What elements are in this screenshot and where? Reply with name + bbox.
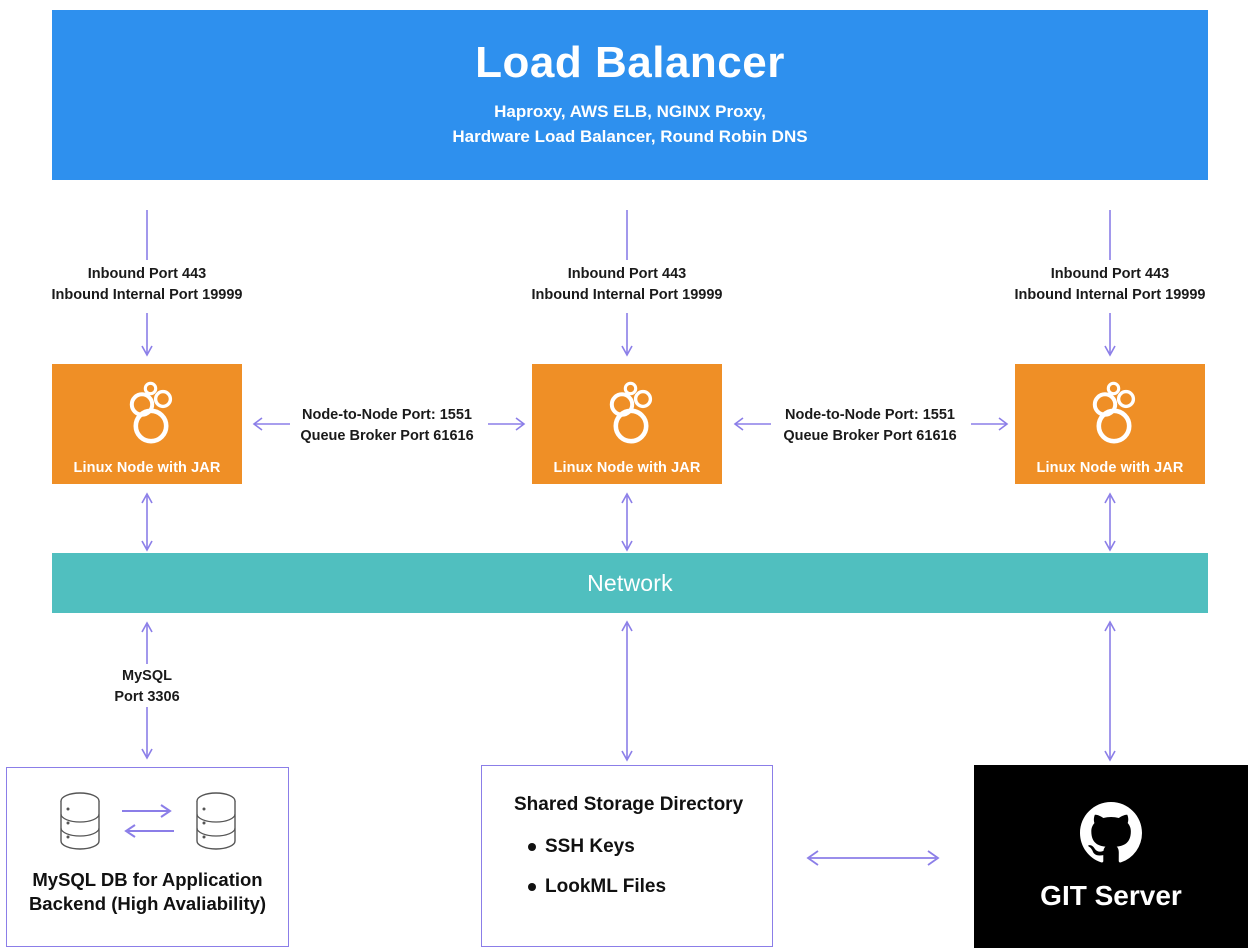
mysql-db-caption-line2: Backend (High Avaliability) bbox=[28, 893, 267, 915]
network-storage-connector bbox=[621, 620, 633, 762]
database-cylinder-icon bbox=[59, 792, 100, 850]
node-link-arrow-left-2 bbox=[733, 417, 771, 431]
mysql-connector-lower bbox=[141, 707, 153, 760]
node-link-label-2-line1: Node-to-Node Port: 1551 bbox=[785, 407, 955, 423]
node-link-arrow-left-1 bbox=[252, 417, 290, 431]
node-link-arrow-right-1 bbox=[488, 417, 526, 431]
looker-bubbles-icon bbox=[532, 364, 722, 460]
linux-node-label-1: Linux Node with JAR bbox=[73, 460, 221, 476]
inbound-label-2-line1: Inbound Port 443 bbox=[567, 266, 687, 282]
git-server-box: GIT Server bbox=[974, 765, 1248, 948]
git-server-label: GIT Server bbox=[1040, 879, 1182, 911]
inbound-connector-3-upper bbox=[1109, 210, 1111, 260]
mysql-db-box: MySQL DB for Application Backend (High A… bbox=[6, 767, 289, 947]
mysql-db-caption: MySQL DB for Application Backend (High A… bbox=[7, 868, 288, 917]
inbound-connector-1-lower bbox=[141, 313, 153, 357]
bullet-icon bbox=[528, 843, 536, 851]
linux-node-label-3: Linux Node with JAR bbox=[1036, 460, 1184, 476]
node-link-arrow-right-2 bbox=[971, 417, 1009, 431]
inbound-connector-2-lower bbox=[621, 313, 633, 357]
mysql-connector-upper bbox=[141, 621, 153, 664]
node-link-label-2-line2: Queue Broker Port 61616 bbox=[783, 427, 957, 444]
replication-arrows-icon bbox=[121, 804, 174, 838]
mysql-link-label: MySQL Port 3306 bbox=[40, 666, 254, 707]
network-git-connector bbox=[1104, 620, 1116, 762]
mysql-link-label-line2: Port 3306 bbox=[114, 688, 180, 705]
node-network-connector-1 bbox=[141, 492, 153, 552]
network-bar: Network bbox=[52, 553, 1208, 613]
mysql-link-label-line1: MySQL bbox=[122, 668, 172, 684]
inbound-label-3-line2: Inbound Internal Port 19999 bbox=[1014, 286, 1206, 303]
inbound-connector-1-upper bbox=[146, 210, 148, 260]
bullet-icon bbox=[528, 883, 536, 891]
shared-storage-box: Shared Storage Directory SSH Keys LookML… bbox=[481, 765, 773, 947]
load-balancer-subtitle-line1: Haproxy, AWS ELB, NGINX Proxy, bbox=[494, 102, 766, 122]
looker-bubbles-icon bbox=[1015, 364, 1205, 460]
inbound-label-1: Inbound Port 443 Inbound Internal Port 1… bbox=[0, 264, 294, 305]
mysql-db-caption-line1: MySQL DB for Application bbox=[32, 869, 263, 890]
network-label: Network bbox=[587, 569, 673, 596]
node-link-label-1-line2: Queue Broker Port 61616 bbox=[300, 427, 474, 444]
shared-storage-item-label: LookML Files bbox=[545, 876, 667, 897]
inbound-label-2-line2: Inbound Internal Port 19999 bbox=[531, 286, 723, 303]
inbound-label-1-line1: Inbound Port 443 bbox=[87, 266, 207, 282]
inbound-label-2: Inbound Port 443 Inbound Internal Port 1… bbox=[480, 264, 774, 305]
linux-node-label-2: Linux Node with JAR bbox=[553, 460, 701, 476]
shared-storage-item-label: SSH Keys bbox=[545, 836, 635, 857]
looker-bubbles-icon bbox=[52, 364, 242, 460]
node-link-label-2: Node-to-Node Port: 1551 Queue Broker Por… bbox=[770, 405, 970, 446]
linux-node-box-2: Linux Node with JAR bbox=[532, 364, 722, 484]
load-balancer-title: Load Balancer bbox=[475, 38, 785, 88]
load-balancer-subtitle-line2: Hardware Load Balancer, Round Robin DNS bbox=[452, 127, 808, 147]
linux-node-box-3: Linux Node with JAR bbox=[1015, 364, 1205, 484]
inbound-connector-3-lower bbox=[1104, 313, 1116, 357]
mysql-replication-row bbox=[7, 790, 288, 852]
inbound-label-3-line1: Inbound Port 443 bbox=[1050, 266, 1170, 282]
node-link-label-1: Node-to-Node Port: 1551 Queue Broker Por… bbox=[287, 405, 487, 446]
shared-storage-item-lookml-files: LookML Files bbox=[514, 876, 772, 898]
shared-storage-title: Shared Storage Directory bbox=[514, 794, 744, 815]
load-balancer-box: Load Balancer Haproxy, AWS ELB, NGINX Pr… bbox=[52, 10, 1208, 180]
inbound-label-1-line2: Inbound Internal Port 19999 bbox=[51, 286, 243, 303]
inbound-label-3: Inbound Port 443 Inbound Internal Port 1… bbox=[963, 264, 1251, 305]
inbound-connector-2-upper bbox=[626, 210, 628, 260]
database-cylinder-icon bbox=[195, 792, 236, 850]
node-link-label-1-line1: Node-to-Node Port: 1551 bbox=[302, 407, 472, 423]
node-network-connector-3 bbox=[1104, 492, 1116, 552]
linux-node-box-1: Linux Node with JAR bbox=[52, 364, 242, 484]
storage-git-connector bbox=[806, 850, 940, 866]
node-network-connector-2 bbox=[621, 492, 633, 552]
shared-storage-item-ssh-keys: SSH Keys bbox=[514, 836, 772, 858]
github-octocat-icon bbox=[1080, 801, 1142, 862]
load-balancer-subtitle: Haproxy, AWS ELB, NGINX Proxy, Hardware … bbox=[452, 100, 807, 149]
